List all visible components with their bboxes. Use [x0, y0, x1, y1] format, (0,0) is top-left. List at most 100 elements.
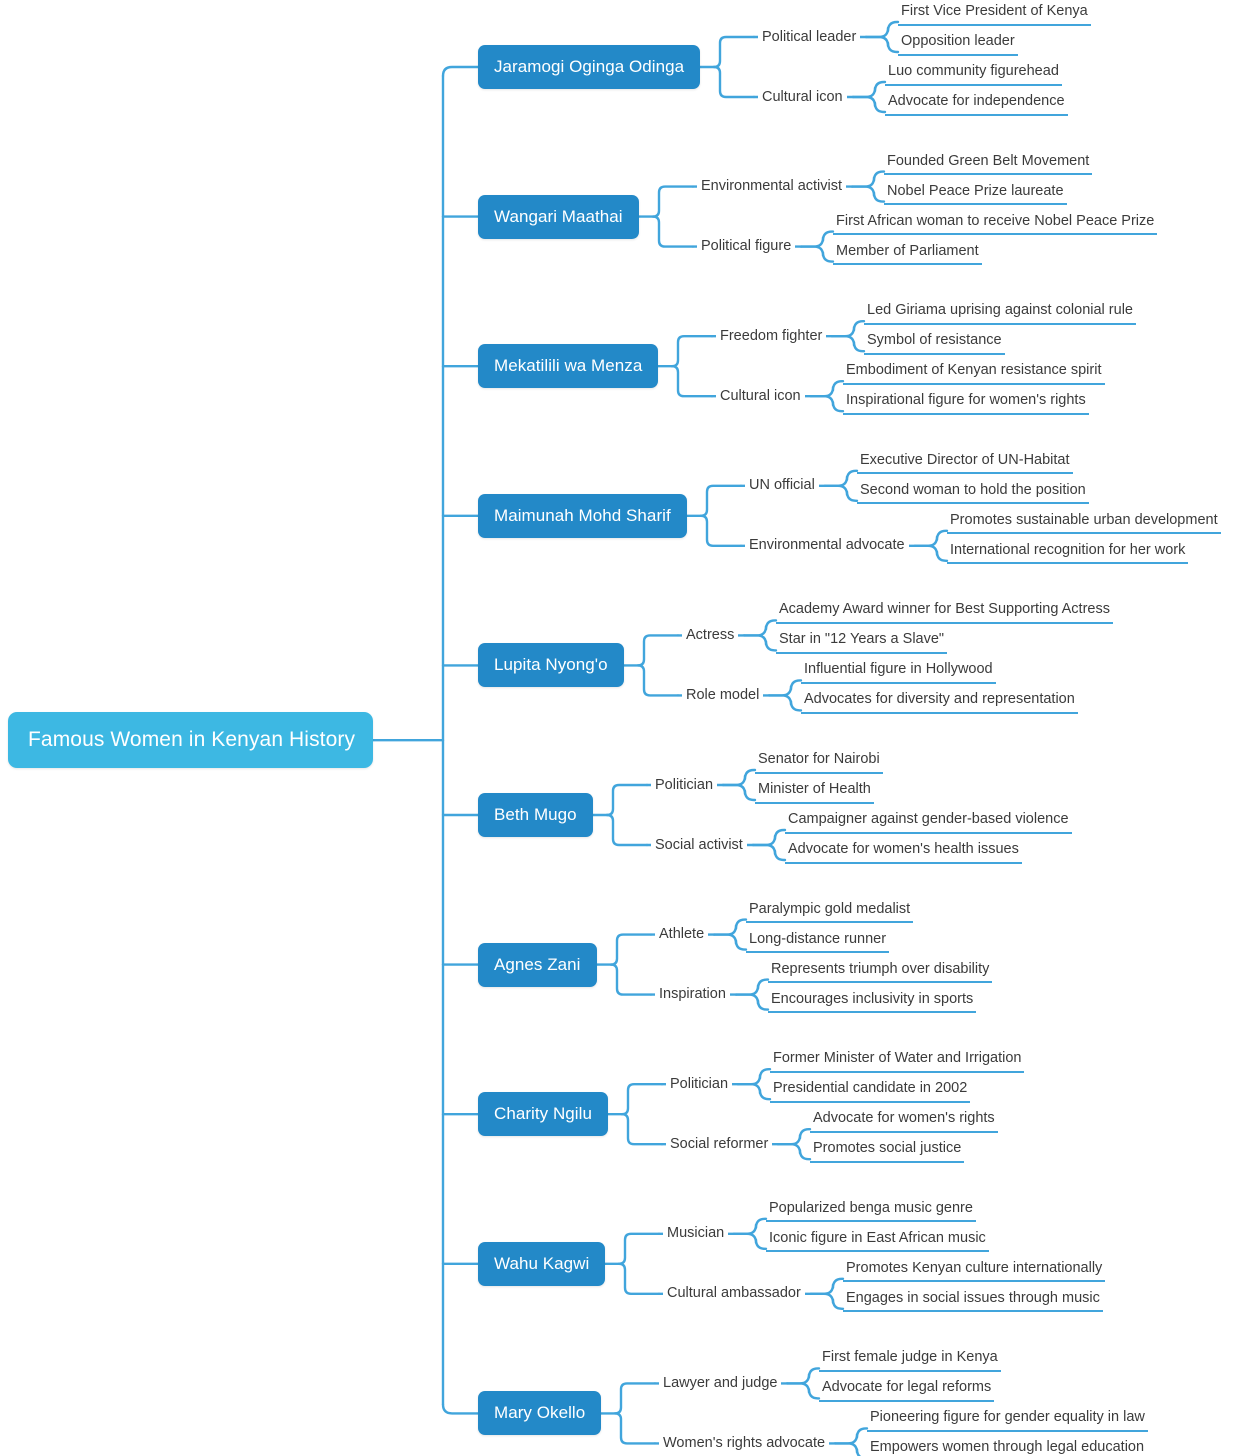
- leaf-node-3-0-1[interactable]: Second woman to hold the position: [857, 483, 1089, 505]
- branch-node-7[interactable]: Charity Ngilu: [478, 1092, 608, 1137]
- category-label-0-0[interactable]: Political leader: [758, 29, 861, 44]
- leaf-node-9-1-1[interactable]: Empowers women through legal education: [867, 1440, 1147, 1456]
- branch-node-1[interactable]: Wangari Maathai: [478, 194, 639, 239]
- leaf-node-1-0-1[interactable]: Nobel Peace Prize laureate: [884, 184, 1067, 206]
- leaf-node-9-1-0[interactable]: Pioneering figure for gender equality in…: [867, 1410, 1148, 1432]
- leaf-node-8-1-1[interactable]: Engages in social issues through music: [843, 1291, 1103, 1313]
- leaf-node-5-0-1[interactable]: Minister of Health: [755, 782, 874, 804]
- leaf-wire-1-0-1: [850, 185, 886, 203]
- leaf-wire-1-0-0: [850, 170, 886, 188]
- branch-node-5[interactable]: Beth Mugo: [478, 793, 593, 837]
- leaf-node-2-1-1[interactable]: Inspirational figure for women's rights: [843, 393, 1089, 415]
- leaf-wire-3-1-0: [913, 529, 949, 547]
- category-label-6-1[interactable]: Inspiration: [655, 987, 730, 1002]
- leaf-wire-4-1-1: [767, 694, 803, 712]
- root-node[interactable]: Famous Women in Kenyan History: [8, 712, 374, 769]
- leaf-node-6-0-1[interactable]: Long-distance runner: [746, 932, 890, 954]
- leaf-wire-5-0-1: [721, 783, 757, 802]
- category-label-3-1[interactable]: Environmental advocate: [745, 538, 909, 553]
- leaf-wire-3-0-0: [823, 469, 859, 487]
- branch-node-8[interactable]: Wahu Kagwi: [478, 1241, 606, 1286]
- leaf-wire-0-1-1: [851, 95, 887, 114]
- leaf-node-5-1-1[interactable]: Advocate for women's health issues: [785, 842, 1022, 864]
- leaf-node-7-1-1[interactable]: Promotes social justice: [810, 1141, 965, 1163]
- branch-stem-9: [441, 1403, 480, 1415]
- leaf-node-0-1-1[interactable]: Advocate for independence: [885, 94, 1068, 116]
- category-label-5-0[interactable]: Politician: [651, 777, 718, 792]
- branch-node-2[interactable]: Mekatilili wa Menza: [478, 344, 659, 389]
- leaf-node-4-0-1[interactable]: Star in "12 Years a Slave": [776, 632, 948, 654]
- leaf-node-7-1-0[interactable]: Advocate for women's rights: [810, 1111, 998, 1133]
- leaf-node-3-1-1[interactable]: International recognition for her work: [947, 543, 1189, 565]
- category-label-3-0[interactable]: UN official: [745, 478, 819, 493]
- leaf-wire-9-0-0: [785, 1367, 821, 1385]
- leaf-node-1-1-0[interactable]: First African woman to receive Nobel Pea…: [833, 214, 1158, 236]
- leaf-node-4-1-0[interactable]: Influential figure in Hollywood: [801, 662, 996, 684]
- leaf-node-8-0-1[interactable]: Iconic figure in East African music: [766, 1231, 989, 1253]
- leaf-wire-9-1-0: [833, 1427, 869, 1445]
- leaf-node-1-1-1[interactable]: Member of Parliament: [833, 244, 982, 266]
- category-label-2-0[interactable]: Freedom fighter: [716, 329, 827, 344]
- leaf-node-9-0-0[interactable]: First female judge in Kenya: [819, 1350, 1001, 1372]
- leaf-node-4-1-1[interactable]: Advocates for diversity and representati…: [801, 692, 1078, 714]
- leaf-node-8-0-0[interactable]: Popularized benga music genre: [766, 1201, 976, 1223]
- leaf-node-9-0-1[interactable]: Advocate for legal reforms: [819, 1380, 995, 1402]
- leaf-node-4-0-0[interactable]: Academy Award winner for Best Supporting…: [776, 602, 1113, 624]
- branch-node-9[interactable]: Mary Okello: [478, 1391, 602, 1436]
- category-wire-7-1: [620, 1113, 664, 1146]
- category-label-2-1[interactable]: Cultural icon: [716, 389, 805, 404]
- leaf-node-7-0-0[interactable]: Former Minister of Water and Irrigation: [770, 1051, 1025, 1073]
- branch-node-6[interactable]: Agnes Zani: [478, 942, 597, 987]
- category-label-8-0[interactable]: Musician: [663, 1226, 729, 1241]
- category-label-0-1[interactable]: Cultural icon: [758, 89, 847, 104]
- leaf-wire-8-1-0: [809, 1277, 845, 1295]
- leaf-wire-7-1-1: [776, 1143, 812, 1161]
- leaf-wire-6-0-1: [712, 933, 748, 951]
- leaf-node-6-1-0[interactable]: Represents triumph over disability: [768, 962, 993, 984]
- category-label-4-1[interactable]: Role model: [682, 688, 764, 703]
- leaf-wire-8-1-1: [809, 1292, 845, 1310]
- leaf-wire-6-1-0: [734, 978, 770, 996]
- leaf-node-2-0-0[interactable]: Led Giriama uprising against colonial ru…: [864, 303, 1136, 325]
- leaf-wire-8-0-0: [732, 1217, 768, 1235]
- leaf-wire-9-0-1: [785, 1382, 821, 1400]
- branch-node-0[interactable]: Jaramogi Oginga Odinga: [478, 45, 701, 89]
- leaf-node-0-0-0[interactable]: First Vice President of Kenya: [898, 4, 1091, 26]
- category-label-7-0[interactable]: Politician: [666, 1077, 733, 1092]
- category-label-8-1[interactable]: Cultural ambassador: [663, 1286, 805, 1301]
- leaf-node-2-0-1[interactable]: Symbol of resistance: [864, 333, 1005, 355]
- leaf-node-7-0-1[interactable]: Presidential candidate in 2002: [770, 1081, 971, 1103]
- leaf-node-0-0-1[interactable]: Opposition leader: [898, 34, 1018, 56]
- leaf-node-5-0-0[interactable]: Senator for Nairobi: [755, 752, 883, 774]
- leaf-wire-6-0-0: [712, 918, 748, 936]
- leaf-node-3-0-0[interactable]: Executive Director of UN-Habitat: [857, 453, 1073, 475]
- category-label-1-0[interactable]: Environmental activist: [697, 179, 847, 194]
- leaf-node-6-1-1[interactable]: Encourages inclusivity in sports: [768, 992, 977, 1014]
- branch-node-3[interactable]: Maimunah Mohd Sharif: [478, 493, 687, 538]
- leaf-node-3-1-0[interactable]: Promotes sustainable urban development: [947, 513, 1221, 535]
- leaf-wire-2-0-0: [830, 320, 866, 338]
- leaf-wire-7-0-0: [736, 1068, 772, 1086]
- leaf-node-1-0-0[interactable]: Founded Green Belt Movement: [884, 154, 1093, 176]
- category-label-1-1[interactable]: Political figure: [697, 239, 796, 254]
- leaf-node-5-1-0[interactable]: Campaigner against gender-based violence: [785, 812, 1072, 834]
- leaf-wire-0-0-0: [864, 20, 900, 39]
- leaf-wire-9-1-1: [833, 1442, 862, 1456]
- leaf-wire-2-1-1: [809, 395, 845, 413]
- category-wire-3-0: [699, 484, 743, 517]
- leaf-node-2-1-0[interactable]: Embodiment of Kenyan resistance spirit: [843, 363, 1105, 385]
- category-label-9-1[interactable]: Women's rights advocate: [659, 1436, 830, 1451]
- category-label-7-1[interactable]: Social reformer: [666, 1137, 773, 1152]
- category-label-9-0[interactable]: Lawyer and judge: [659, 1376, 782, 1391]
- category-label-5-1[interactable]: Social activist: [651, 837, 747, 852]
- leaf-node-6-0-0[interactable]: Paralympic gold medalist: [746, 902, 914, 924]
- leaf-node-0-1-0[interactable]: Luo community figurehead: [885, 64, 1062, 86]
- leaf-node-8-1-0[interactable]: Promotes Kenyan culture internationally: [843, 1261, 1106, 1283]
- category-label-6-0[interactable]: Athlete: [655, 927, 709, 942]
- leaf-wire-5-1-1: [751, 843, 787, 862]
- leaf-wire-3-1-1: [913, 544, 949, 562]
- category-wire-4-0: [636, 634, 680, 667]
- category-label-4-0[interactable]: Actress: [682, 628, 739, 643]
- branch-node-4[interactable]: Lupita Nyong'o: [478, 643, 624, 688]
